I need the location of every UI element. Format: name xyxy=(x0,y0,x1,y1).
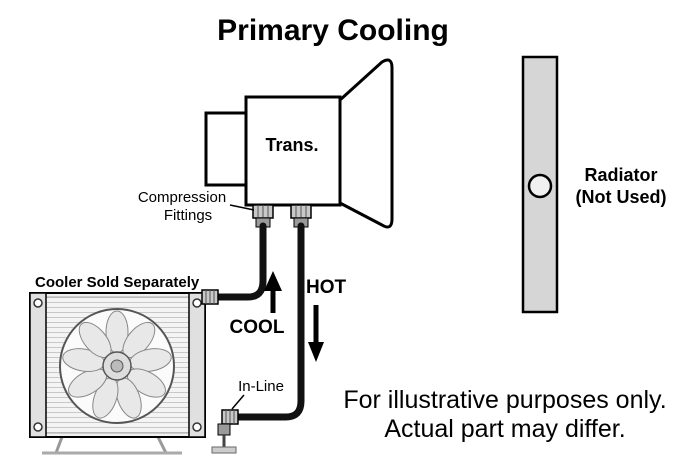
cool-hose xyxy=(212,222,267,301)
radiator-port-circle xyxy=(527,173,553,199)
radiator xyxy=(521,55,559,314)
cooler-fan xyxy=(59,308,175,424)
transmission: Trans. xyxy=(204,58,394,229)
cooler-stand-leg xyxy=(54,436,64,454)
cooler-inlet-fitting xyxy=(201,289,219,305)
inline-fitting-elbow xyxy=(217,423,231,436)
cool-arrow-head xyxy=(264,271,282,291)
inline-fitting xyxy=(211,409,239,454)
cooler xyxy=(29,292,206,438)
fan-hub-center xyxy=(110,359,124,373)
inline-fitting-base xyxy=(211,446,237,454)
hot-arrow-head xyxy=(308,342,324,362)
inline-label: In-Line xyxy=(238,378,284,395)
transmission-tailhousing xyxy=(204,111,248,187)
bolt-hole xyxy=(192,298,202,308)
inline-pointer-line xyxy=(231,394,245,410)
bolt-hole xyxy=(192,422,202,432)
cool-flow-arrow xyxy=(264,271,282,313)
compression-fittings-label-line2: Fittings xyxy=(164,207,212,224)
page-title: Primary Cooling xyxy=(217,14,449,47)
compression-fittings-label-line1: Compression xyxy=(138,189,226,206)
cooler-right-tank xyxy=(188,292,206,438)
hot-flow-arrow xyxy=(308,305,324,362)
compression-fittings-pointer-line xyxy=(229,204,255,211)
bolt-hole xyxy=(33,422,43,432)
transmission-bellhousing xyxy=(338,58,394,229)
transmission-body xyxy=(244,95,342,207)
cooler-stand xyxy=(42,436,182,455)
hot-hose xyxy=(232,222,305,421)
cooler-stand-leg xyxy=(156,436,168,454)
hot-label: HOT xyxy=(306,277,347,298)
radiator-label-line2: (Not Used) xyxy=(576,187,667,207)
bolt-hole xyxy=(33,298,43,308)
cooler-left-tank xyxy=(29,292,47,438)
cool-label: COOL xyxy=(230,317,285,338)
disclaimer-line1: For illustrative purposes only. xyxy=(343,386,666,414)
transmission-label: Trans. xyxy=(265,135,318,155)
cooler-label: Cooler Sold Separately xyxy=(35,274,200,291)
disclaimer-line2: Actual part may differ. xyxy=(384,415,625,443)
radiator-label-line1: Radiator xyxy=(584,165,657,185)
